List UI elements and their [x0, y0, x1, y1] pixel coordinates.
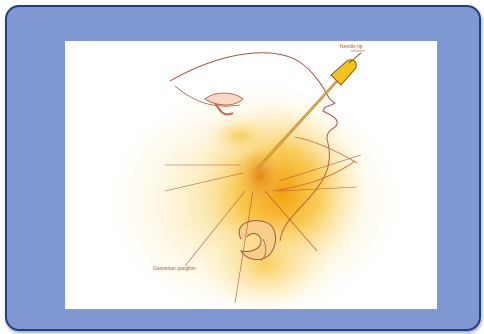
ganglion-glow	[234, 144, 286, 208]
anatomy-illustration: Needle tip Gasserian ganglion	[65, 41, 437, 309]
illustration-svg	[65, 41, 437, 309]
needle-hub	[331, 60, 356, 85]
slide-frame: Needle tip Gasserian ganglion	[5, 5, 481, 331]
ganglion-label: Gasserian ganglion	[153, 267, 196, 272]
needle-tip-label: Needle tip	[340, 45, 363, 50]
